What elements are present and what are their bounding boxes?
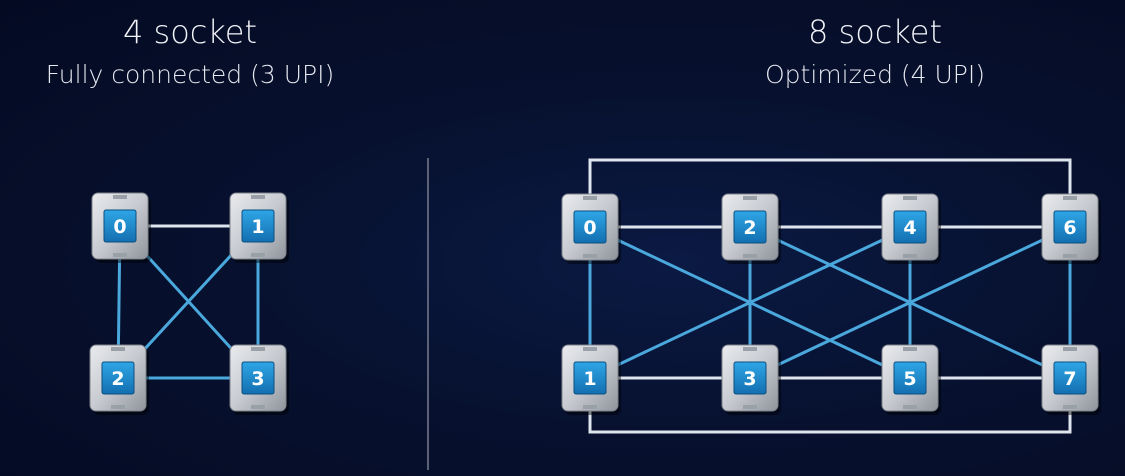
socket-latch-top xyxy=(1063,347,1077,351)
socket-latch-top xyxy=(251,195,265,199)
socket-latch-top xyxy=(903,347,917,351)
socket-label: 1 xyxy=(251,216,264,238)
socket-label: 1 xyxy=(583,368,596,390)
socket-latch-bottom xyxy=(583,254,597,258)
right-diagram-title: 8 socket xyxy=(808,13,942,51)
socket-label: 3 xyxy=(743,368,756,390)
right-socket-0: 0 xyxy=(561,193,621,264)
cpu-chip-icon xyxy=(241,361,275,395)
cpu-chip-icon xyxy=(573,210,607,244)
left-socket-1: 1 xyxy=(229,192,289,263)
socket-latch-bottom xyxy=(583,405,597,409)
socket-label: 2 xyxy=(111,368,124,390)
right-socket-7: 7 xyxy=(1041,344,1101,415)
left-socket-3: 3 xyxy=(229,344,289,415)
socket-latch-bottom xyxy=(111,405,125,409)
socket-latch-bottom xyxy=(743,254,757,258)
link-6-3 xyxy=(748,225,1072,380)
cpu-chip-icon xyxy=(893,361,927,395)
cpu-chip-icon xyxy=(893,210,927,244)
socket-latch-top xyxy=(583,196,597,200)
socket-label: 2 xyxy=(743,217,756,239)
socket-latch-bottom xyxy=(113,253,127,257)
socket-latch-bottom xyxy=(903,405,917,409)
socket-latch-top xyxy=(111,347,125,351)
right-socket-1: 1 xyxy=(561,344,621,415)
socket-latch-top xyxy=(113,195,127,199)
cpu-chip-icon xyxy=(1053,210,1087,244)
link-0-6-outer xyxy=(588,158,1072,197)
right-socket-3: 3 xyxy=(721,344,781,415)
cpu-chip-icon xyxy=(101,361,135,395)
socket-latch-bottom xyxy=(251,405,265,409)
left-sockets-group: 0 1 2 3 xyxy=(89,192,289,415)
socket-label: 7 xyxy=(1063,368,1076,390)
left-diagram-title: 4 socket xyxy=(123,13,257,51)
cpu-chip-icon xyxy=(1053,361,1087,395)
cpu-chip-icon xyxy=(733,210,767,244)
socket-label: 6 xyxy=(1063,217,1076,239)
socket-latch-top xyxy=(743,196,757,200)
left-socket-2: 2 xyxy=(89,344,149,415)
socket-latch-top xyxy=(251,347,265,351)
socket-latch-top xyxy=(1063,196,1077,200)
right-links-group xyxy=(588,158,1072,434)
cpu-chip-icon xyxy=(573,361,607,395)
left-socket-0: 0 xyxy=(91,192,151,263)
socket-latch-bottom xyxy=(251,253,265,257)
socket-label: 5 xyxy=(903,368,916,390)
socket-label: 4 xyxy=(903,217,916,239)
socket-label: 0 xyxy=(583,217,596,239)
right-sockets-group: 0 2 4 6 1 3 5 7 xyxy=(561,193,1101,415)
link-1-7-outer xyxy=(588,408,1072,434)
socket-latch-top xyxy=(903,196,917,200)
right-socket-6: 6 xyxy=(1041,193,1101,264)
socket-latch-top xyxy=(743,347,757,351)
right-socket-2: 2 xyxy=(721,193,781,264)
left-diagram-subtitle: Fully connected (3 UPI) xyxy=(45,60,335,89)
socket-latch-bottom xyxy=(1063,405,1077,409)
cpu-chip-icon xyxy=(733,361,767,395)
socket-label: 3 xyxy=(251,368,264,390)
socket-latch-bottom xyxy=(743,405,757,409)
right-socket-5: 5 xyxy=(881,344,941,415)
socket-latch-bottom xyxy=(1063,254,1077,258)
socket-latch-bottom xyxy=(903,254,917,258)
link-4-1 xyxy=(588,225,912,380)
cpu-chip-icon xyxy=(241,209,275,243)
right-diagram-subtitle: Optimized (4 UPI) xyxy=(764,60,986,89)
right-socket-4: 4 xyxy=(881,193,941,264)
cpu-chip-icon xyxy=(103,209,137,243)
socket-latch-top xyxy=(583,347,597,351)
socket-label: 0 xyxy=(113,216,126,238)
